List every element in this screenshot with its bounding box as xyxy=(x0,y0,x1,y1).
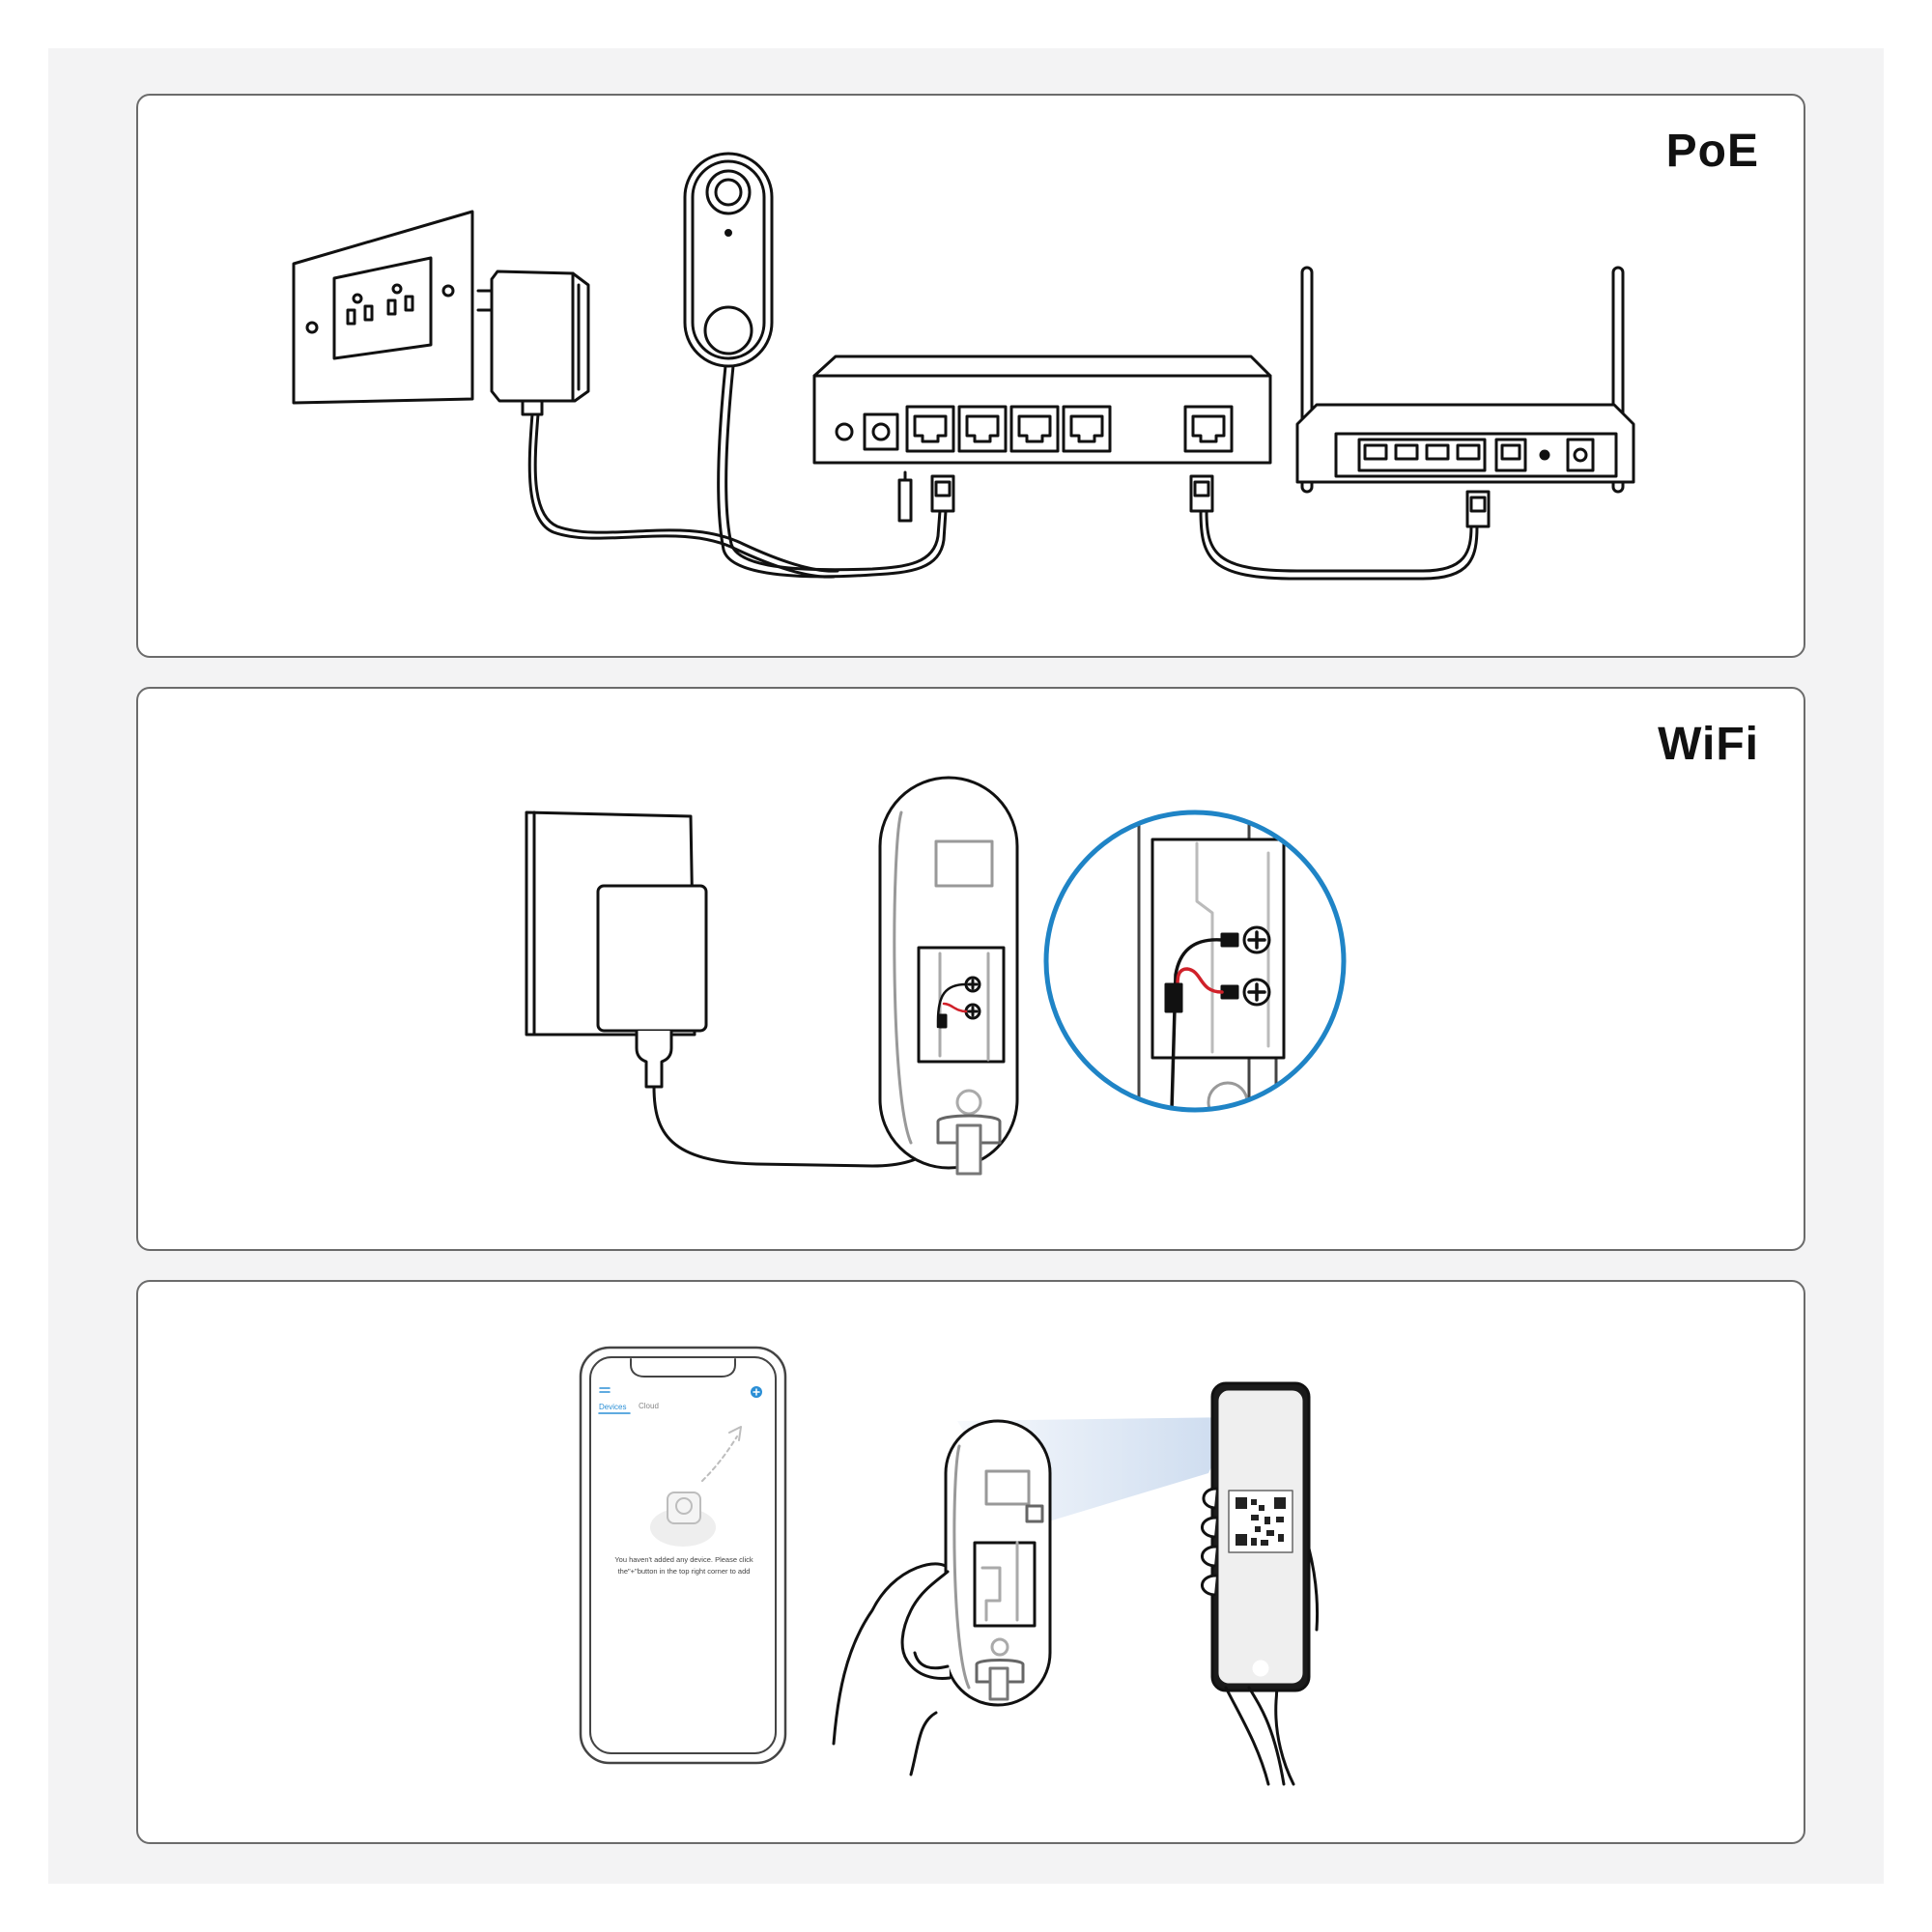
panel-wifi: WiFi xyxy=(136,687,1805,1251)
zoom-detail-icon xyxy=(1043,810,1347,1113)
app-diagram: Devices Cloud You haven't added any devi… xyxy=(579,1346,1320,1786)
qr-code-icon xyxy=(1236,1497,1286,1546)
tab-devices[interactable]: Devices xyxy=(599,1403,626,1411)
wall-adapter-icon xyxy=(525,810,961,1168)
empty-message-line1: You haven't added any device. Please cli… xyxy=(614,1555,753,1564)
switch-port-icon xyxy=(905,405,1234,453)
tab-cloud[interactable]: Cloud xyxy=(639,1402,659,1410)
hand-holding-phone-icon xyxy=(1201,1381,1320,1786)
power-adapter-icon xyxy=(476,270,839,579)
panel-title-poe: PoE xyxy=(1665,126,1759,177)
wifi-diagram xyxy=(525,776,1347,1176)
empty-message-line2: the"+"button in the top right corner to … xyxy=(618,1567,751,1576)
hand-holding-doorbell-icon xyxy=(832,1419,1052,1776)
panel-title-wifi: WiFi xyxy=(1658,719,1759,770)
phone-app-screen-icon xyxy=(579,1346,787,1765)
poe-diagram xyxy=(292,152,1635,581)
poe-switch-icon xyxy=(812,355,1272,523)
doorbell-icon xyxy=(683,152,948,579)
panel-poe: PoE xyxy=(136,94,1805,658)
router-icon xyxy=(1295,266,1635,528)
wall-outlet-icon xyxy=(292,210,474,405)
panel-app: Devices Cloud You haven't added any devi… xyxy=(136,1280,1805,1844)
doorbell-back-icon xyxy=(878,776,1019,1176)
